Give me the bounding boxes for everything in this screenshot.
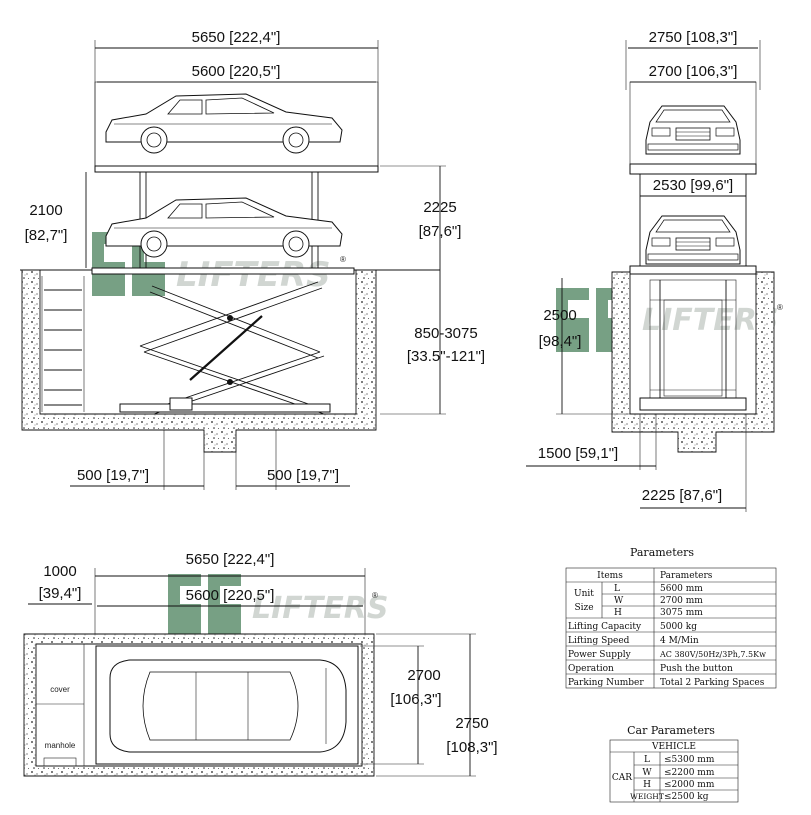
car-h-label: H <box>643 780 651 790</box>
dim-platform-length: 5600 [220,5"] <box>192 63 281 80</box>
lower-car <box>105 197 343 258</box>
registered-mark: ® <box>372 591 378 600</box>
row-value: Total 2 Parking Spaces <box>660 678 765 688</box>
top-view: 5650 [222,4"] 5600 [220,5"] 1000 [39,4"]… <box>23 551 498 777</box>
row-item: Lifting Capacity <box>568 622 642 632</box>
l-value: 5600 mm <box>660 584 703 594</box>
watermark-text: LIFTERS <box>176 255 331 295</box>
logo-mark-icon <box>168 574 201 636</box>
front-view: 2750 [108,3"] 2700 [106,3"] 2530 [99,6"]… <box>526 29 775 512</box>
lower-platform <box>91 267 355 275</box>
row-item: Power Supply <box>568 650 632 660</box>
watermark-logo-1: LIFTERS ® <box>92 232 346 296</box>
car-weight-value: ≤2500 kg <box>664 792 709 802</box>
registered-mark: ® <box>340 255 346 264</box>
h-value: 3075 mm <box>660 608 703 618</box>
car-parameters-title: Car Parameters <box>627 724 715 737</box>
front-mechanism <box>639 279 747 411</box>
parameters-table: Parameters Items Parameters Unit Size L … <box>565 546 777 689</box>
dim-platform-width-top: 2700 <box>407 667 440 684</box>
dim-left-offset: 500 [19,7"] <box>77 467 149 484</box>
dim-base-right: 2225 [87,6"] <box>642 487 722 504</box>
dim-height-right-in: [87,6"] <box>419 223 462 240</box>
w-value: 2700 mm <box>660 596 703 606</box>
car-w-label: W <box>642 768 652 778</box>
car-w-value: ≤2200 mm <box>664 768 715 778</box>
dim-overall-length-top: 5650 [222,4"] <box>186 551 275 568</box>
dim-manhole-width: 1000 <box>43 563 76 580</box>
car-h-value: ≤2000 mm <box>664 780 715 790</box>
unit-label: Unit <box>574 589 594 599</box>
logo-mark-icon <box>208 574 241 636</box>
registered-mark: ® <box>777 303 783 312</box>
dim-base-left: 1500 [59,1"] <box>538 445 618 462</box>
lower-car-front <box>645 215 741 265</box>
logo-mark-icon <box>92 232 125 296</box>
parameters-title: Parameters <box>630 546 694 559</box>
dim-overall-length: 5650 [222,4"] <box>192 29 281 46</box>
label-cover: cover <box>50 685 70 694</box>
dim-lower-height: 2500 <box>543 307 576 324</box>
dim-upper-clearance: 2100 <box>29 202 62 219</box>
dim-overall-width-top: 2750 <box>455 715 488 732</box>
watermark-logo-2: LIFTERS ® <box>556 288 783 352</box>
row-value: 4 M/Min <box>660 636 699 646</box>
label-manhole: manhole <box>45 741 76 750</box>
car-top-view <box>109 659 347 753</box>
row-item: Lifting Speed <box>568 636 630 646</box>
scissor-mechanism <box>119 281 331 415</box>
col-params: Parameters <box>660 571 713 581</box>
watermark-logo-3: LIFTERS ® <box>168 574 388 636</box>
upper-car <box>105 93 343 154</box>
dim-inner-width: 2530 [99,6"] <box>653 177 733 194</box>
side-view: 5650 [222,4"] 5600 [220,5"] <box>20 29 485 490</box>
dim-platform-width-top-in: [106,3"] <box>390 691 441 708</box>
row-item: Parking Number <box>568 678 644 688</box>
car-label: CAR <box>612 773 632 783</box>
pit-wall <box>21 269 377 453</box>
logo-mark-icon <box>556 288 589 352</box>
dim-upper-clearance-in: [82,7"] <box>25 227 68 244</box>
row-value: AC 380V/50Hz/3Ph,7.5Kw <box>659 650 766 659</box>
dim-pit-depth: 850-3075 <box>414 325 477 342</box>
row-item: Operation <box>568 664 614 674</box>
car-l-label: L <box>644 755 650 765</box>
vehicle-header: VEHICLE <box>651 742 696 752</box>
dim-height-right: 2225 <box>423 199 456 216</box>
ladder <box>41 276 85 412</box>
car-weight-label: WEIGHT <box>630 792 664 801</box>
watermark-text: LIFTERS <box>252 591 388 626</box>
h-label: H <box>614 608 622 618</box>
col-items: Items <box>597 571 623 581</box>
row-value: Push the button <box>660 664 733 674</box>
dim-platform-width: 2700 [106,3"] <box>649 63 738 80</box>
dim-overall-width: 2750 [108,3"] <box>649 29 738 46</box>
row-value: 5000 kg <box>660 622 697 632</box>
car-parameters-table: Car Parameters VEHICLE CAR L W H WEIGHT … <box>609 724 739 803</box>
dim-manhole-width-in: [39,4"] <box>39 585 82 602</box>
w-label: W <box>614 596 624 606</box>
l-label: L <box>614 584 620 594</box>
dim-lower-height-in: [98,4"] <box>539 333 582 350</box>
dim-right-offset: 500 [19,7"] <box>267 467 339 484</box>
size-label: Size <box>574 603 593 613</box>
upper-car-front <box>645 105 741 155</box>
dim-pit-depth-in: [33.5"-121"] <box>407 348 485 365</box>
upper-platform <box>94 165 379 173</box>
car-l-value: ≤5300 mm <box>664 755 715 765</box>
dim-platform-length-top: 5600 [220,5"] <box>186 587 275 604</box>
pit-wall <box>611 271 775 453</box>
dim-overall-width-top-in: [108,3"] <box>446 739 497 756</box>
